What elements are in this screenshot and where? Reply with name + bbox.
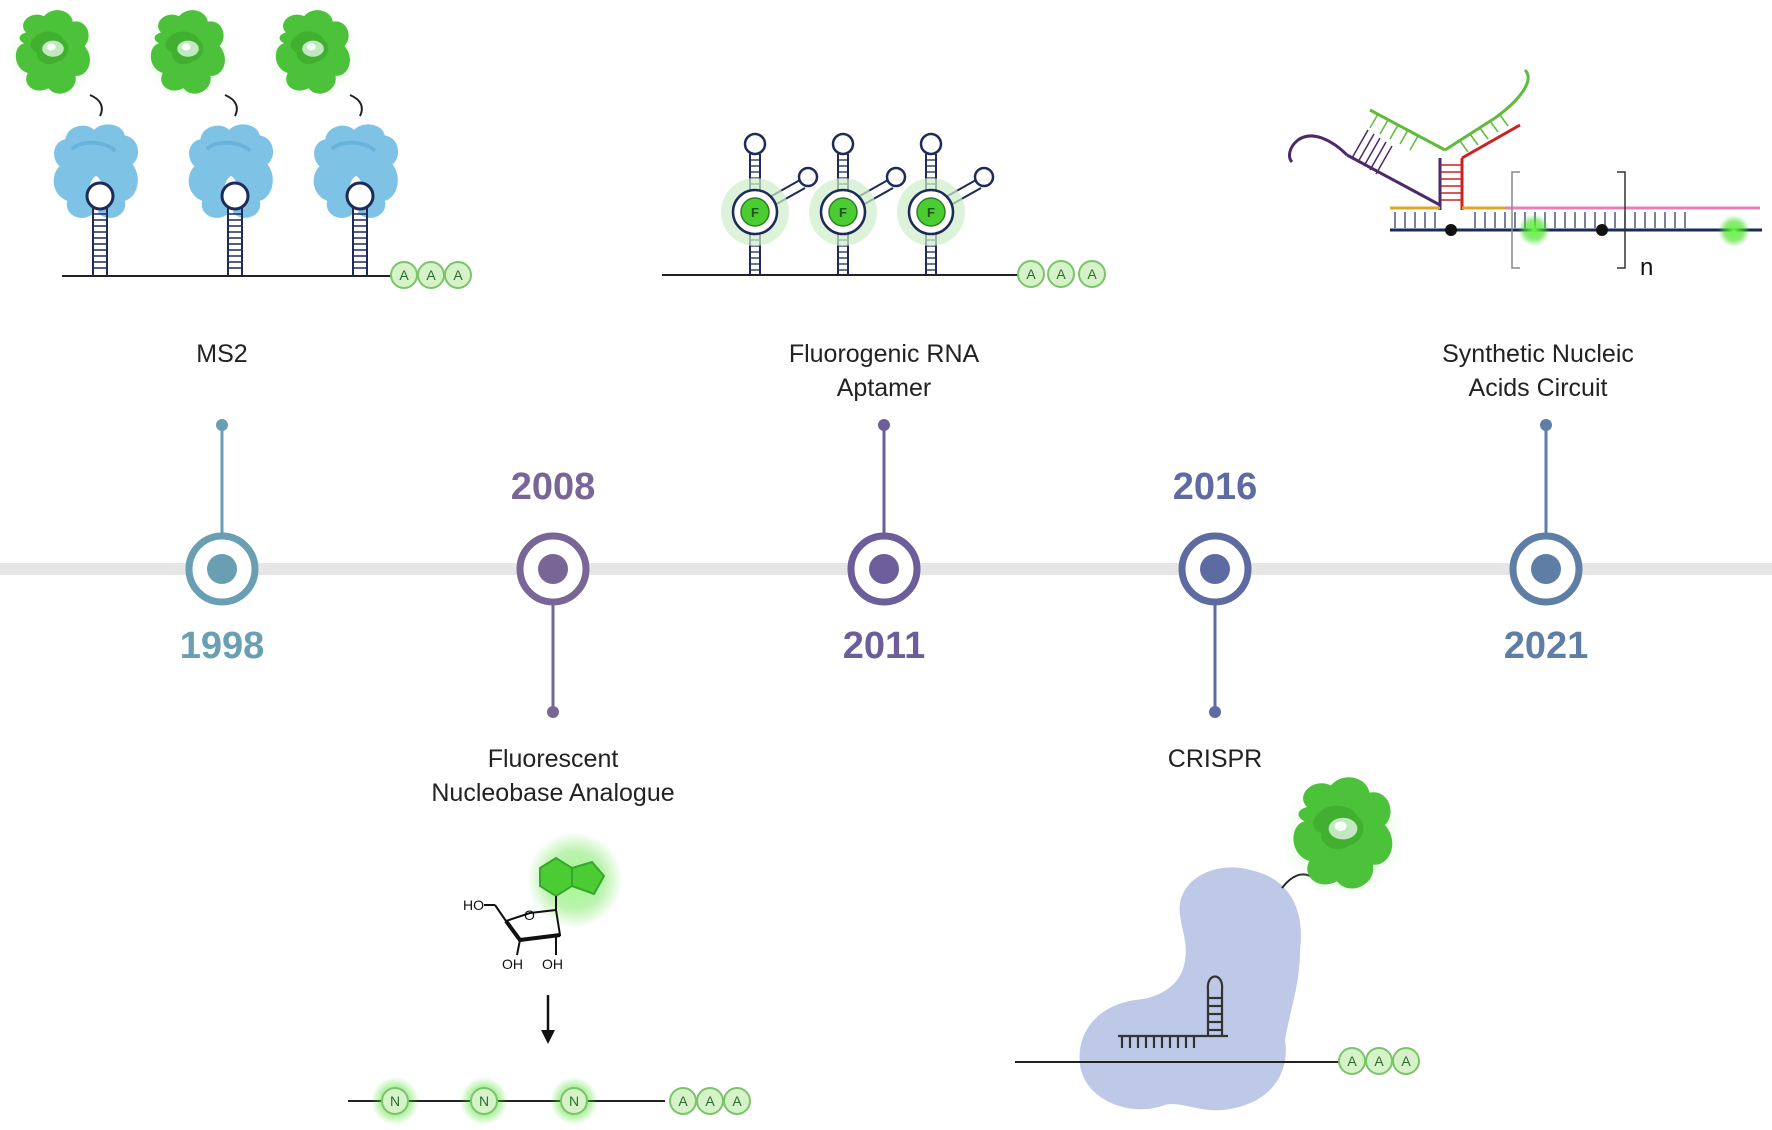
svg-text:A: A bbox=[426, 267, 436, 283]
svg-text:A: A bbox=[453, 267, 463, 283]
label-crispr: CRISPR bbox=[1168, 745, 1262, 773]
milestone-2021: 2021 Synthetic Nucleic Acids Circuit bbox=[1442, 340, 1634, 667]
label-ms2: MS2 bbox=[196, 340, 247, 368]
fna-illustration: HO O OH OH N N N A A A bbox=[348, 832, 751, 1125]
year-2011: 2011 bbox=[843, 625, 925, 667]
svg-text:F: F bbox=[927, 205, 935, 220]
label-aptamer-line2: Aptamer bbox=[837, 374, 931, 402]
svg-text:A: A bbox=[678, 1093, 688, 1109]
polya-ms2: A A A bbox=[390, 261, 472, 289]
ms2-unit-1 bbox=[8, 8, 138, 276]
ms2-unit-3 bbox=[268, 8, 398, 276]
svg-text:OH: OH bbox=[502, 956, 523, 972]
repeat-n: n bbox=[1640, 254, 1653, 281]
nucleobase-beads: N N N bbox=[371, 1077, 598, 1125]
polya-fna: A A A bbox=[669, 1087, 751, 1115]
label-circuit-line1: Synthetic Nucleic bbox=[1442, 340, 1634, 368]
milestone-2016: 2016 CRISPR bbox=[1168, 466, 1262, 773]
svg-text:F: F bbox=[751, 205, 759, 220]
svg-text:A: A bbox=[1347, 1053, 1357, 1069]
ms2-illustration: A A A bbox=[8, 8, 472, 289]
svg-text:N: N bbox=[569, 1093, 579, 1109]
aptamer-unit-3: F bbox=[897, 132, 995, 275]
ms2-unit-2 bbox=[143, 8, 273, 276]
svg-text:A: A bbox=[705, 1093, 715, 1109]
svg-text:F: F bbox=[839, 205, 847, 220]
svg-text:OH: OH bbox=[542, 956, 563, 972]
milestone-2011: 2011 Fluorogenic RNA Aptamer bbox=[789, 340, 980, 667]
svg-text:A: A bbox=[732, 1093, 742, 1109]
circuit-illustration: n bbox=[1288, 68, 1762, 281]
year-2008: 2008 bbox=[511, 466, 596, 508]
svg-text:HO: HO bbox=[463, 897, 484, 913]
svg-text:O: O bbox=[524, 907, 535, 923]
svg-text:A: A bbox=[1401, 1053, 1411, 1069]
year-1998: 1998 bbox=[180, 625, 265, 667]
svg-text:N: N bbox=[479, 1093, 489, 1109]
aptamer-illustration: F F F bbox=[662, 132, 1106, 288]
aptamer-unit-2: F bbox=[809, 132, 907, 275]
svg-text:A: A bbox=[1026, 266, 1036, 282]
svg-text:A: A bbox=[1056, 266, 1066, 282]
year-2016: 2016 bbox=[1173, 466, 1258, 508]
polya-crispr: A A A bbox=[1338, 1047, 1420, 1075]
milestone-2008: 2008 Fluorescent Nucleobase Analogue bbox=[431, 466, 674, 807]
svg-text:A: A bbox=[1087, 266, 1097, 282]
label-fna-line2: Nucleobase Analogue bbox=[431, 779, 674, 807]
milestone-1998: 1998 MS2 bbox=[180, 340, 265, 667]
year-2021: 2021 bbox=[1504, 625, 1589, 667]
polya-aptamer: A A A bbox=[1017, 260, 1106, 288]
crispr-illustration: A A A bbox=[1015, 774, 1420, 1111]
svg-text:A: A bbox=[1374, 1053, 1384, 1069]
svg-text:A: A bbox=[399, 267, 409, 283]
aptamer-unit-1: F bbox=[721, 132, 819, 275]
label-circuit-line2: Acids Circuit bbox=[1469, 374, 1608, 402]
label-fna-line1: Fluorescent bbox=[488, 745, 619, 773]
label-aptamer-line1: Fluorogenic RNA bbox=[789, 340, 980, 368]
svg-text:N: N bbox=[390, 1093, 400, 1109]
